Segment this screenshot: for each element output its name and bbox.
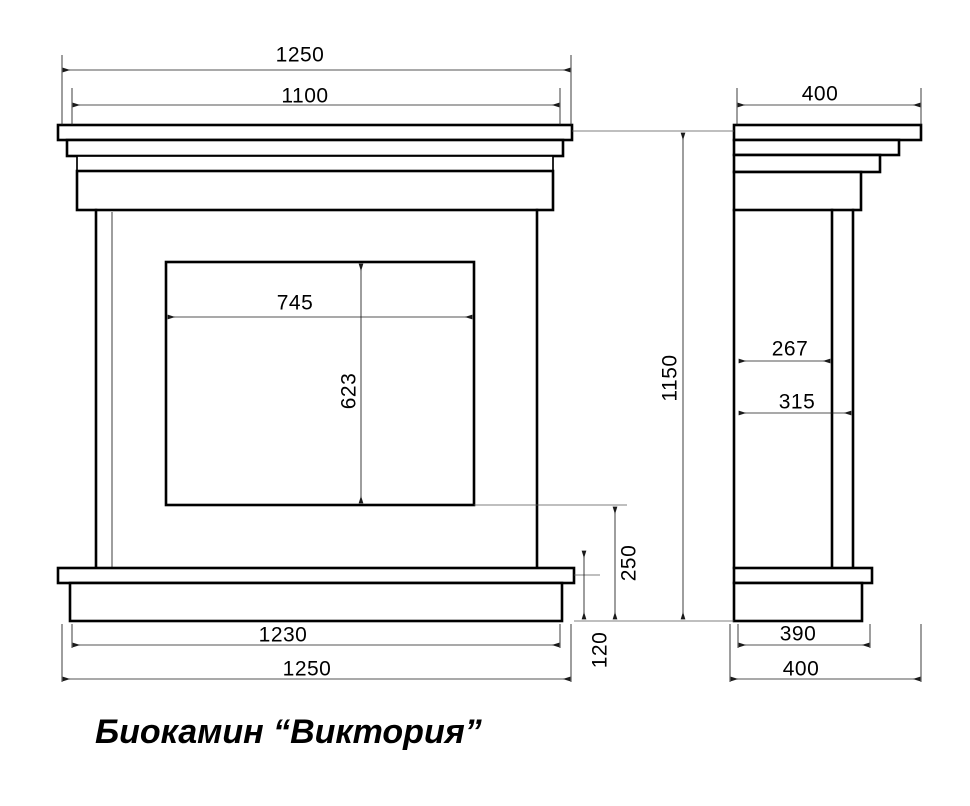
dim-front-opening-height-label: 623 [338,373,361,410]
front-base-body [68,581,564,623]
dim-overall-height-label: 1150 [659,354,682,401]
dim-side-mantel-depth-label: 400 [802,83,839,106]
dim-side-base-overall-depth-label: 400 [783,658,820,681]
side-mantel-slab-top [732,123,923,142]
front-dimensions-group: 1250 1100 745 623 1230 1250 [61,44,572,682]
front-firebox-opening [164,260,476,507]
dim-front-overall-width-top-label: 1250 [276,44,325,67]
front-mantel-slab-middle [65,138,565,158]
front-mantel-slab-lower [76,155,554,172]
dim-front-base-overall-width-label: 1250 [283,658,332,681]
side-base-body [732,581,864,623]
dim-side-column-inner-label: 267 [772,338,809,361]
drawing-title: Биокамин “Виктория” [95,713,482,751]
dim-side-base-body-depth-label: 390 [780,623,817,646]
dim-front-mantel-width-label: 1100 [281,85,328,108]
front-base-top-lip [56,566,576,585]
dim-front-base-body-width-label: 1230 [259,624,308,647]
front-mantel-slab-top [56,123,574,142]
side-mantel-slab-second [732,138,901,157]
dim-base-lip-height-label: 120 [589,632,612,669]
side-dimensions-group: 400 267 315 390 400 [729,83,922,682]
side-mantel-frieze [732,170,863,212]
shared-dimensions-group: 1150 250 120 [581,132,686,669]
leader-lines-group [474,130,734,622]
front-mantel-frieze [75,169,555,212]
front-view-group [56,123,576,623]
dim-base-to-opening-label: 250 [618,545,641,582]
side-view-group [732,123,923,623]
side-mantel-slab-third [732,153,882,174]
side-base-top-lip [732,566,874,585]
dim-front-opening-width-label: 745 [277,292,314,315]
dim-side-column-outer-label: 315 [779,391,816,414]
